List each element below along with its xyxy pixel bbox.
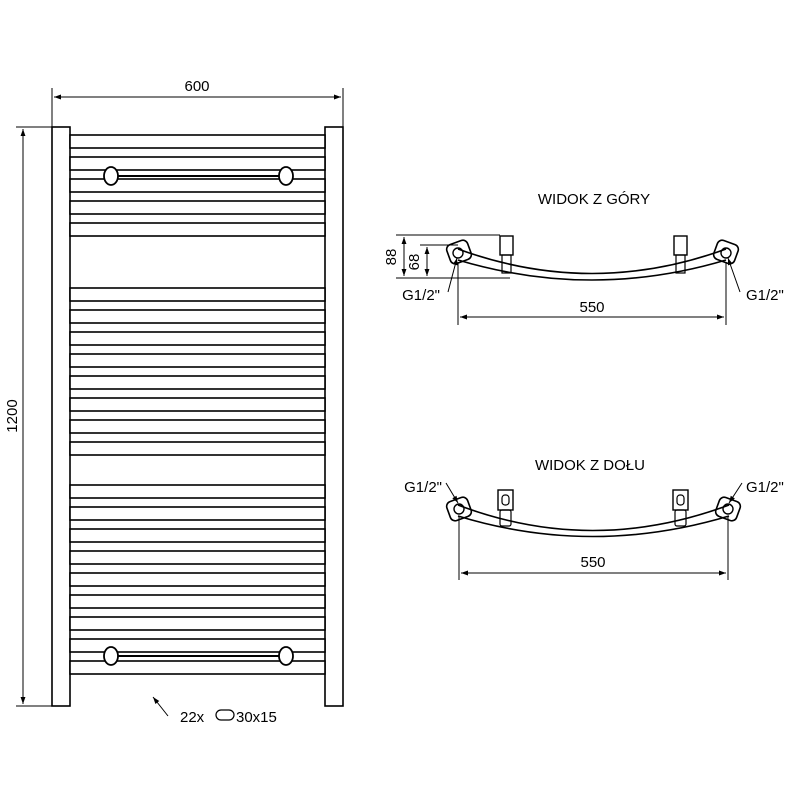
top-conn-right-label: G1/2"	[746, 287, 784, 304]
top-bracket-stem-left	[501, 254, 512, 274]
bottom-conn-right-leader	[728, 482, 743, 504]
horizontal-rung-17	[69, 550, 326, 565]
bottom-wall-bracket-left	[497, 489, 514, 511]
horizontal-rung-14	[69, 484, 326, 499]
top-wall-bracket-left	[499, 235, 514, 256]
horizontal-rung-1	[69, 134, 326, 149]
top-view: WIDOK Z GÓRY 88 68 G1/2" G1/2" 550	[383, 191, 784, 325]
mounting-bracket-bottom-right	[278, 646, 294, 666]
top-conn-left-label: G1/2"	[402, 287, 440, 304]
top-curved-tube-inner	[457, 259, 727, 281]
bottom-spacing-label: 550	[580, 554, 605, 571]
bottom-view: WIDOK Z DOŁU G1/2" G1/2" 550	[404, 457, 784, 580]
right-vertical-tube	[324, 126, 344, 707]
horizontal-rung-20	[69, 616, 326, 631]
horizontal-rung-21	[69, 638, 326, 653]
top-conn-left-leader	[447, 257, 458, 293]
bottom-conn-right-label: G1/2"	[746, 479, 784, 496]
horizontal-rung-5	[69, 222, 326, 237]
top-connection-right	[712, 239, 740, 265]
left-vertical-tube	[51, 126, 71, 707]
bottom-conn-left-leader	[445, 482, 459, 504]
mounting-bracket-bottom-left	[103, 646, 119, 666]
top-wall-bracket-right	[673, 235, 688, 256]
horizontal-rung-8	[69, 331, 326, 346]
horizontal-rung-9	[69, 353, 326, 368]
depth-total-label: 88	[383, 249, 400, 266]
horizontal-rung-11	[69, 397, 326, 412]
width-dimension-label: 600	[184, 78, 209, 95]
depth-axis-label: 68	[406, 254, 423, 271]
top-curved-tube-outer	[457, 248, 727, 275]
bottom-bracket-slot-right	[676, 494, 685, 506]
bottom-wall-bracket-right	[672, 489, 689, 511]
horizontal-rung-6	[69, 287, 326, 302]
bottom-curved-tube-inner	[457, 515, 730, 538]
top-view-title: WIDOK Z GÓRY	[538, 191, 650, 208]
front-view: 600 1200 22x 30x15	[4, 78, 344, 726]
bottom-conn-left-label: G1/2"	[404, 479, 442, 496]
bottom-bracket-stem-left	[499, 509, 512, 527]
horizontal-rung-13	[69, 441, 326, 456]
top-connection-left	[445, 239, 473, 265]
horizontal-rung-7	[69, 309, 326, 324]
bottom-view-title: WIDOK Z DOŁU	[535, 457, 645, 474]
mounting-bracket-top-right	[278, 166, 294, 186]
height-dimension-label: 1200	[4, 399, 21, 432]
bottom-curved-tube-outer	[457, 504, 730, 532]
tube-profile-label: 30x15	[236, 709, 277, 726]
horizontal-rung-10	[69, 375, 326, 390]
top-bracket-stem-right	[675, 254, 686, 274]
horizontal-rung-15	[69, 506, 326, 521]
horizontal-rung-18	[69, 572, 326, 587]
tube-count-label: 22x	[180, 709, 205, 726]
horizontal-rung-16	[69, 528, 326, 543]
oval-profile-icon	[215, 709, 235, 721]
top-spacing-label: 550	[579, 299, 604, 316]
top-connection-right-port	[720, 247, 732, 259]
horizontal-rung-4	[69, 200, 326, 215]
bottom-bracket-slot-left	[501, 494, 510, 506]
top-connection-left-port	[452, 247, 464, 259]
horizontal-rungs	[69, 134, 326, 675]
tube-callout-leader	[152, 696, 169, 717]
mounting-bracket-top-left	[103, 166, 119, 186]
horizontal-rung-12	[69, 419, 326, 434]
bottom-connection-left-port	[453, 503, 465, 515]
horizontal-rung-22	[69, 660, 326, 675]
horizontal-rung-19	[69, 594, 326, 609]
bottom-bracket-stem-right	[674, 509, 687, 527]
horizontal-rung-2	[69, 156, 326, 171]
horizontal-rung-3	[69, 178, 326, 193]
top-conn-right-leader	[727, 257, 741, 293]
bottom-connection-right-port	[722, 503, 734, 515]
